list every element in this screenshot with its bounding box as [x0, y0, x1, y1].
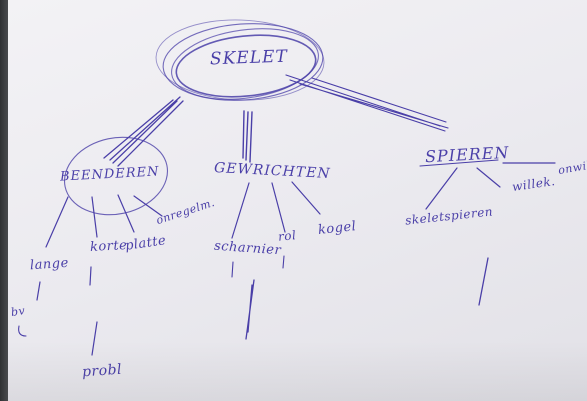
branch-lange [45, 196, 69, 248]
connector-gewrichten [242, 110, 253, 163]
note-bv: bv [10, 304, 27, 319]
spieren-underline [419, 159, 499, 167]
branch-willek [476, 167, 501, 188]
root-oval-3 [155, 19, 325, 101]
tick-lange [36, 281, 41, 301]
branch-rol [271, 182, 286, 233]
branch-platte [117, 194, 135, 233]
paper-shadow [8, 341, 587, 401]
leaf-label-rol: rol [277, 228, 297, 244]
branch-skeletspieren [425, 167, 458, 210]
tick-scharnier [231, 261, 234, 278]
line-scharnier-down [245, 279, 255, 340]
tick-korte [89, 266, 92, 286]
line-spieren-down [478, 257, 489, 306]
leaf-label-lange: lange [29, 255, 70, 274]
branch-onregelm [133, 195, 163, 217]
branch-label-spieren: SPIEREN [424, 142, 510, 167]
leaf-label-kogel: kogel [317, 219, 358, 238]
tick-rol [282, 255, 285, 269]
connector-beenderen [103, 96, 184, 167]
root-oval-2 [171, 28, 319, 100]
root-oval-4 [175, 34, 317, 98]
branch-kogel [291, 181, 321, 215]
connector-spieren [285, 74, 449, 132]
paper-sheet [8, 0, 587, 401]
tick-probl [91, 321, 98, 356]
branch-korte [91, 196, 98, 238]
branch-scharnier [231, 182, 250, 239]
root-node-label: SKELET [209, 46, 289, 70]
beenderen-oval [63, 136, 169, 216]
bv-mark [18, 325, 27, 337]
leaf-label-korte: korte [89, 238, 128, 255]
